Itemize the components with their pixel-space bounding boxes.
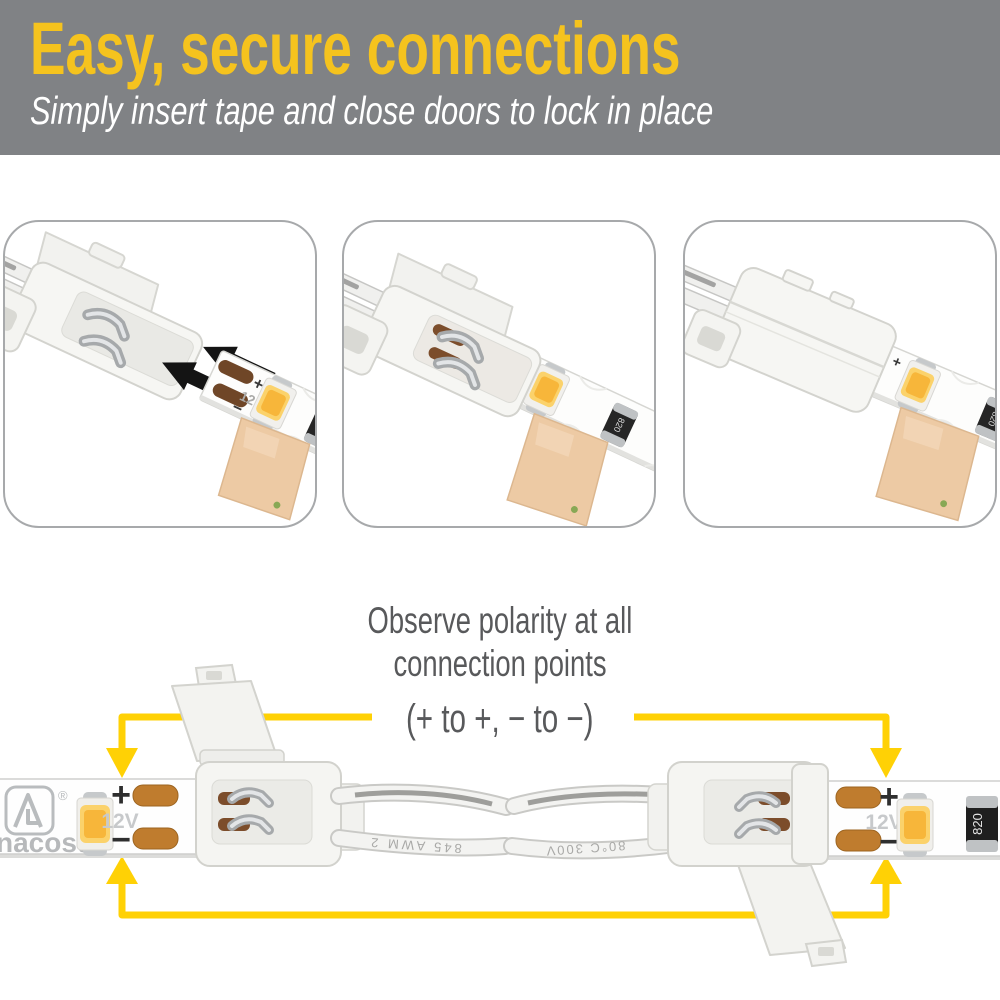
right-connector (647, 761, 848, 968)
page-subtitle: Simply insert tape and close doors to lo… (30, 90, 714, 133)
step2-photo: 80°C 300V + 12V − (344, 222, 654, 526)
step-panel-insert: 80°C 300V (3, 220, 317, 528)
solder-pad (218, 792, 250, 805)
header-banner: Easy, secure connections Simply insert t… (0, 0, 1000, 155)
copper-pad (835, 786, 882, 809)
connector-body (667, 761, 819, 867)
solder-pad (218, 818, 250, 831)
strip-clamp (791, 763, 829, 865)
copper-pad (835, 829, 882, 852)
contact-pin (227, 787, 274, 808)
step-panel-inserted: 80°C 300V + 12V − (342, 220, 656, 528)
polarity-arrow-down-icon (106, 748, 138, 778)
contact-pin (734, 791, 781, 812)
copper-pad (132, 784, 179, 807)
led-chip (249, 375, 297, 431)
strip-voltage-label: 12 (237, 388, 258, 408)
resistor-value-label: 820 (986, 410, 995, 428)
strip-voltage-label: 12V (865, 811, 902, 834)
solder-pad (212, 383, 248, 408)
resistor: 820 (600, 402, 639, 448)
step-panel-closed: 80°C 300V + (683, 220, 997, 528)
solder-pad (218, 360, 254, 384)
brand-name-label: nacost (0, 827, 86, 858)
left-connector-wires: 845 AWM 2 (330, 783, 515, 857)
strip-plus-label: + (111, 776, 131, 814)
wire-print-label: 80°C 300V (544, 838, 626, 859)
connector-body (344, 284, 542, 418)
step3-photo: 80°C 300V + (685, 222, 995, 526)
wire-print-label: 845 AWM 2 (368, 835, 463, 857)
contact-pin (227, 814, 274, 835)
step1-photo: 80°C 300V (5, 222, 315, 526)
strip-voltage-label: 12V (101, 810, 138, 833)
connector-body (195, 761, 342, 867)
polarity-formula: (+ to +, − to −) (406, 697, 594, 741)
connector-open-door (736, 857, 848, 968)
registered-mark: ® (58, 788, 68, 803)
strip-plus-label: + (879, 778, 899, 816)
brand-logo (4, 785, 55, 836)
led-chip (894, 357, 941, 413)
polarity-arrow-up-icon (106, 856, 138, 884)
resistor-value-label: 820 (970, 813, 985, 835)
polarity-arrow-up-icon (870, 856, 902, 884)
strip-minus-label: − (111, 821, 131, 859)
solder-pad (758, 818, 790, 831)
polarity-arrow-down-icon (870, 748, 902, 778)
adhesive-tape (875, 406, 980, 522)
resistor: 820 (974, 396, 995, 442)
mounting-clip (5, 281, 37, 353)
wire-boot (329, 783, 365, 851)
contact-pin (734, 818, 781, 839)
right-led-strip: + 12V − 820 (827, 778, 1000, 861)
strip-minus-label: − (879, 823, 899, 861)
adhesive-tape (506, 412, 609, 526)
resistor: 820 (966, 796, 998, 852)
adhesive-tape (217, 417, 311, 521)
page-title: Easy, secure connections (30, 7, 681, 90)
left-connector (171, 663, 365, 867)
solder-pad (758, 792, 790, 805)
led-chip (896, 793, 934, 857)
connector-closed (685, 267, 897, 413)
left-led-strip: ® nacost + 12V − (0, 776, 206, 859)
polarity-note-line2: connection points (393, 643, 607, 684)
right-connector-wires: 80°C 300V (503, 784, 685, 860)
wire-boot (647, 783, 683, 851)
led-chip (76, 792, 114, 856)
polarity-note-line1: Observe polarity at all (367, 600, 633, 641)
polarity-bracket (118, 713, 890, 919)
copper-pad (132, 827, 179, 850)
connector-body (5, 261, 204, 401)
resistor: 820 (303, 405, 315, 450)
